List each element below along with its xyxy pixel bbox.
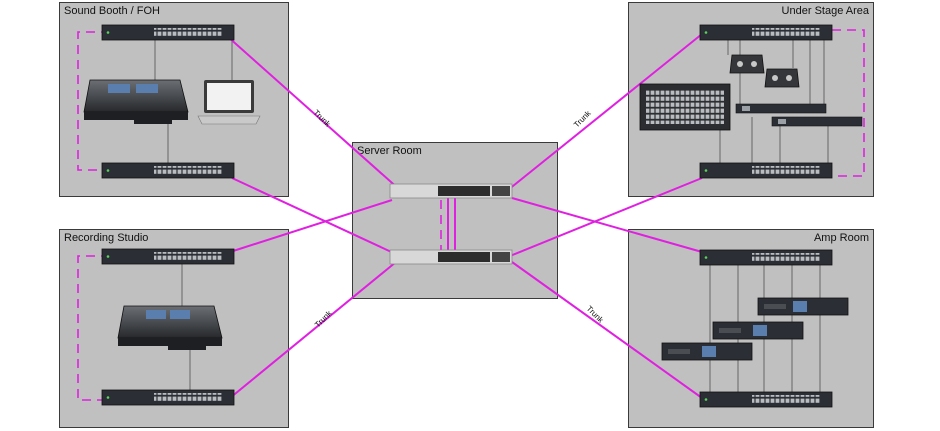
- switch-amp-top: [699, 249, 833, 266]
- amplifier-3: [661, 342, 753, 361]
- downlink-cable-under-stage: [509, 177, 703, 257]
- switch-us-bottom: [699, 162, 833, 179]
- core-switch-2: [389, 249, 513, 265]
- redundant-link-group: [77, 29, 865, 401]
- link-cable-group: [226, 33, 703, 399]
- switch-rs-bottom: [101, 389, 235, 406]
- zone-label-server-room: Server Room: [357, 145, 422, 157]
- laptop: [197, 80, 261, 125]
- trunk-label-under-stage: Trunk: [572, 108, 593, 129]
- mixing-console-foh: [83, 79, 189, 124]
- switch-sb-top: [101, 24, 235, 41]
- amplifier-2: [712, 321, 804, 340]
- trunk-label-recording: Trunk: [313, 308, 334, 329]
- redundant-link-sound-booth: [77, 31, 110, 171]
- redundant-link-under-stage: [832, 29, 865, 177]
- trunk-cable-amp: [511, 261, 703, 399]
- stage-io-rack: [639, 83, 731, 131]
- switch-amp-bottom: [699, 391, 833, 408]
- trunk-cable-sound-booth: [226, 35, 401, 191]
- redundant-link-recording: [77, 255, 110, 401]
- trunk-cable-recording: [229, 261, 397, 399]
- switch-sb-bottom: [101, 162, 235, 179]
- downlink-cable-amp: [511, 197, 703, 253]
- trunk-cable-under-stage: [507, 33, 703, 191]
- mixing-console-studio: [117, 305, 223, 350]
- io-box-2: [764, 68, 800, 88]
- io-box-1: [729, 54, 765, 74]
- rack-unit-1: [735, 103, 827, 114]
- rack-unit-2: [771, 116, 863, 127]
- downlink-cable-sound-booth: [231, 177, 401, 257]
- switch-us-top: [699, 24, 833, 41]
- core-switch-1: [389, 183, 513, 199]
- zone-label-under-stage: Under Stage Area: [781, 5, 869, 17]
- amplifier-1: [757, 297, 849, 316]
- switch-rs-top: [101, 248, 235, 265]
- zone-label-amp-room: Amp Room: [813, 232, 869, 244]
- downlink-cable-recording: [229, 199, 393, 253]
- zone-label-recording-studio: Recording Studio: [64, 232, 149, 244]
- zone-label-sound-booth: Sound Booth / FOH: [64, 5, 160, 17]
